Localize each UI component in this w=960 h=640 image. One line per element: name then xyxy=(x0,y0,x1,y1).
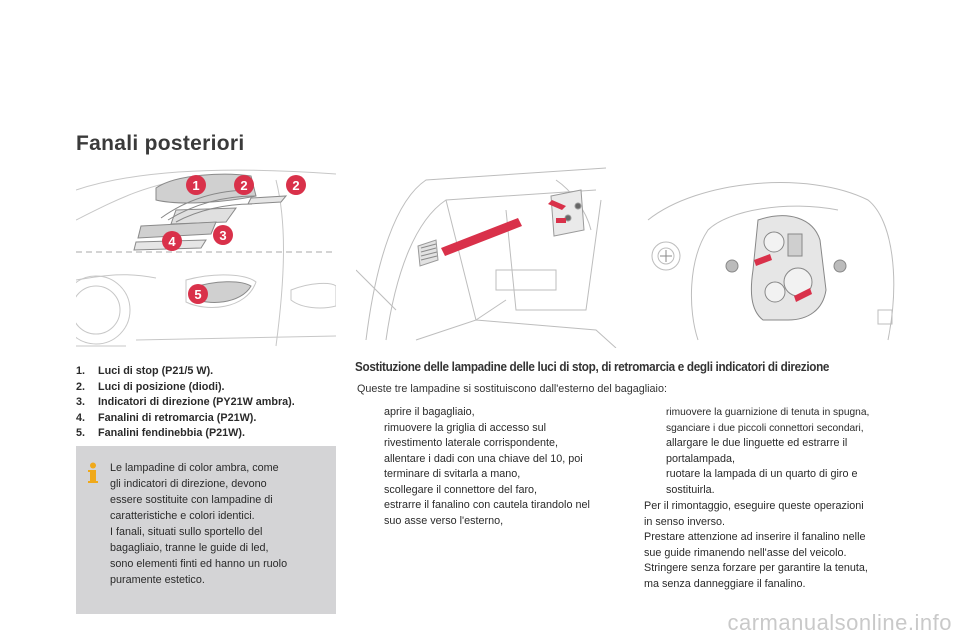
badge-2a: 2 xyxy=(240,178,247,193)
bullet-icon xyxy=(362,405,384,421)
bullet-icon xyxy=(362,421,384,452)
step-item: estrarre il fanalino con cautela tirando… xyxy=(362,498,627,529)
closing-paragraph: Per il rimontaggio, eseguire queste oper… xyxy=(644,500,868,590)
badge-4: 4 xyxy=(168,234,176,249)
bullet-icon xyxy=(362,483,384,499)
steps-column-1: aprire il bagagliaio, rimuovere la grigl… xyxy=(362,405,627,529)
step-item: aprire il bagagliaio, xyxy=(362,405,627,421)
page-title: Fanali posteriori xyxy=(76,132,245,155)
bullet-icon xyxy=(362,452,384,483)
section-title: Sostituzione delle lampadine delle luci … xyxy=(355,360,830,374)
legend-item: 2.Luci di posizione (diodi). xyxy=(76,380,225,393)
bullet-icon xyxy=(644,405,666,421)
badge-5: 5 xyxy=(194,287,201,302)
legend-list: 1.Luci di stop (P21/5 W). 2.Luci di posi… xyxy=(76,364,346,442)
bullet-icon xyxy=(362,498,384,529)
badge-2b: 2 xyxy=(292,178,299,193)
step-item: allentare i dadi con una chiave del 10, … xyxy=(362,452,627,483)
legend-item: 4.Fanalini di retromarcia (P21W). xyxy=(76,411,257,424)
badge-3: 3 xyxy=(219,228,226,243)
info-note-text: Le lampadine di color ambra, come gli in… xyxy=(110,462,288,586)
info-icon xyxy=(88,462,98,483)
section-intro: Queste tre lampadine si sostituiscono da… xyxy=(357,383,667,395)
step-item: sganciare i due piccoli connettori secon… xyxy=(644,421,914,437)
legend-item: 3.Indicatori di direzione (PY21W ambra). xyxy=(76,396,295,408)
rear-lights-figure: 1 2 2 3 4 5 xyxy=(76,160,336,348)
legend-item: 5.Fanalini fendinebbia (P21W). xyxy=(76,427,245,439)
watermark: carmanualsonline.info xyxy=(727,610,952,635)
legend-item: 1.Luci di stop (P21/5 W). xyxy=(76,365,214,377)
steps-column-2: rimuovere la guarnizione di tenuta in sp… xyxy=(644,405,914,592)
bullet-icon xyxy=(644,436,666,467)
step-item: rimuovere la guarnizione di tenuta in sp… xyxy=(644,405,914,421)
boot-access-figure xyxy=(356,160,618,348)
step-item: ruotare la lampada di un quarto di giro … xyxy=(644,467,914,498)
bullet-icon xyxy=(644,467,666,498)
step-item: allargare le due linguette ed estrarre i… xyxy=(644,436,914,467)
badge-1: 1 xyxy=(192,178,199,193)
step-item: scollegare il connettore del faro, xyxy=(362,483,627,499)
lamp-holder-figure xyxy=(638,160,904,348)
bullet-icon xyxy=(644,421,666,437)
info-note-box: Le lampadine di color ambra, come gli in… xyxy=(76,446,336,614)
